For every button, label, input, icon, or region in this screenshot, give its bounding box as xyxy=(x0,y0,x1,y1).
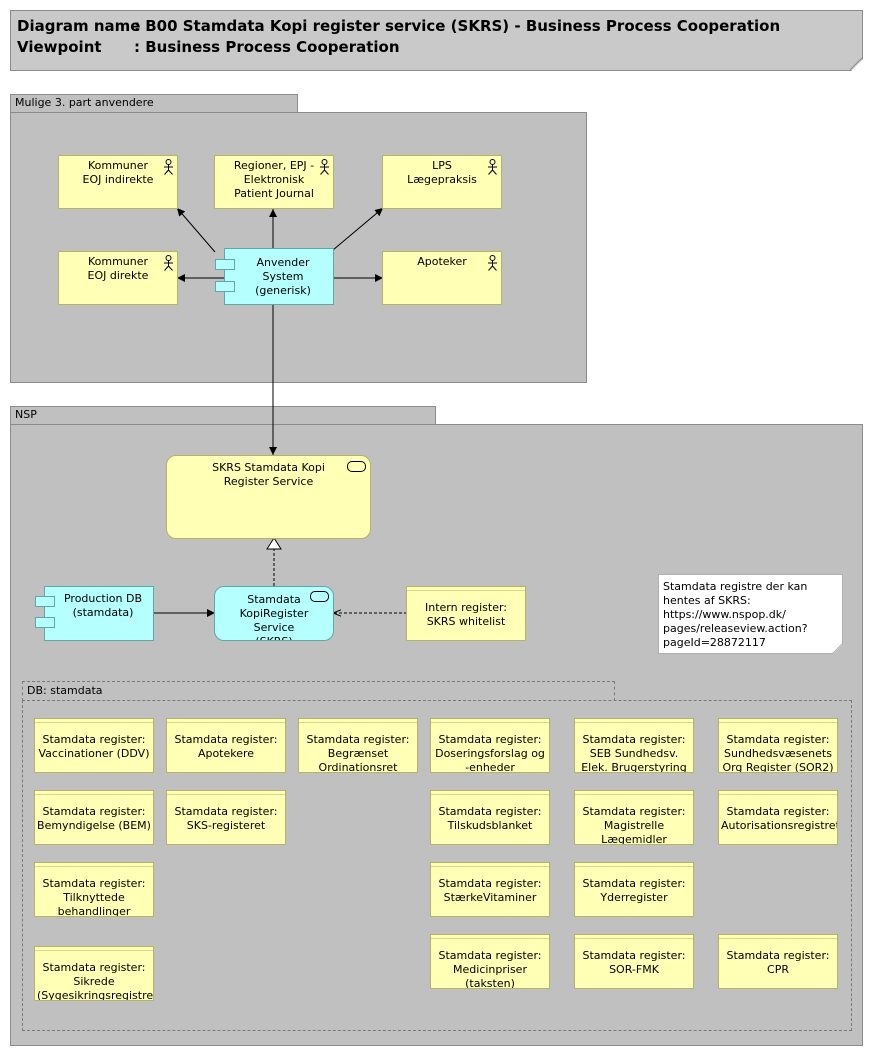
actor-icon xyxy=(164,255,173,271)
group-tab-mulige: Mulige 3. part anvendere xyxy=(10,94,298,113)
actor-icon xyxy=(488,255,497,271)
actor-label: Kommuner EOJ indirekte xyxy=(82,159,154,186)
service-kopiregister-skrs[interactable]: Stamdata KopiRegister Service (SKRS) xyxy=(214,586,334,641)
component-label: Production DB (stamdata) xyxy=(63,592,143,619)
register-box[interactable]: Stamdata register: Begrænset Ordinations… xyxy=(298,718,418,773)
register-label: Stamdata register: Tilskudsblanket xyxy=(438,805,542,832)
register-label: Stamdata register: Doseringsforslag og -… xyxy=(435,733,545,773)
actor-icon xyxy=(164,159,173,175)
register-label: Stamdata register: Begrænset Ordinations… xyxy=(306,733,410,773)
realization-arrowhead xyxy=(266,537,282,550)
register-box[interactable]: Stamdata register: SOR-FMK xyxy=(574,934,694,989)
actor-lps-laegepraksis[interactable]: LPS Lægepraksis xyxy=(382,155,502,209)
viewpoint-label: Viewpoint xyxy=(17,38,102,56)
actor-kommuner-eoj-direkte[interactable]: Kommuner EOJ direkte xyxy=(58,251,178,305)
service-label: Stamdata KopiRegister Service (SKRS) xyxy=(239,593,309,640)
component-production-db[interactable]: Production DB (stamdata) xyxy=(44,586,154,641)
register-label: Stamdata register: Apotekere xyxy=(174,733,278,760)
object-label: Intern register: SKRS whitelist xyxy=(424,601,508,628)
register-label: Stamdata register: SEB Sundhedsv. Elek. … xyxy=(581,733,687,773)
register-box[interactable]: Stamdata register: Tilknyttede behandlin… xyxy=(34,862,154,917)
register-box[interactable]: Stamdata register: Tilskudsblanket xyxy=(430,790,550,845)
register-box[interactable]: Stamdata register: Apotekere xyxy=(166,718,286,773)
register-label: Stamdata register: StærkeVitaminer xyxy=(438,877,542,904)
actor-icon xyxy=(488,159,497,175)
viewpoint-line: Viewpoint : Business Process Cooperation xyxy=(17,38,400,56)
component-anvender-system[interactable]: Anvender System (generisk) xyxy=(224,248,334,305)
register-box[interactable]: Stamdata register: Vaccinationer (DDV) xyxy=(34,718,154,773)
note-fold-icon xyxy=(832,643,843,654)
register-label: Stamdata register: CPR xyxy=(726,949,830,976)
register-box[interactable]: Stamdata register: Autorisationsregistre… xyxy=(718,790,838,845)
component-label: Anvender System (generisk) xyxy=(255,256,311,297)
register-box[interactable]: Stamdata register: Yderregister xyxy=(574,862,694,917)
actor-label: LPS Lægepraksis xyxy=(407,159,477,186)
register-box[interactable]: Stamdata register: Sikrede (Sygesikrings… xyxy=(34,946,154,1001)
register-label: Stamdata register: Sikrede (Sygesikrings… xyxy=(37,961,154,1001)
actor-label: Regioner, EPJ - Elektronisk Patient Jour… xyxy=(233,159,315,200)
arrow-to-kommuner-indirekte xyxy=(176,207,216,253)
diagram-name-value: : B00 Stamdata Kopi register service (SK… xyxy=(134,17,781,35)
register-label: Stamdata register: SKS-registeret xyxy=(174,805,278,832)
register-box[interactable]: Stamdata register: SKS-registeret xyxy=(166,790,286,845)
register-box[interactable]: Stamdata register: CPR xyxy=(718,934,838,989)
register-box[interactable]: Stamdata register: Medicinpriser (takste… xyxy=(430,934,550,989)
arrow-to-lps xyxy=(332,207,384,251)
group-tab-nsp: NSP xyxy=(10,406,436,425)
register-label: Stamdata register: SOR-FMK xyxy=(582,949,686,976)
actor-icon xyxy=(320,159,329,175)
register-box[interactable]: Stamdata register: Bemyndigelse (BEM) xyxy=(34,790,154,845)
viewpoint-value: : Business Process Cooperation xyxy=(134,38,400,56)
register-label: Stamdata register: Yderregister xyxy=(582,877,686,904)
register-label: Stamdata register: Autorisationsregistre… xyxy=(721,805,838,832)
component-icon xyxy=(215,281,235,292)
register-box[interactable]: Stamdata register: StærkeVitaminer xyxy=(430,862,550,917)
register-box[interactable]: Stamdata register: SEB Sundhedsv. Elek. … xyxy=(574,718,694,773)
group-db-stamdata[interactable] xyxy=(22,700,852,1031)
component-icon xyxy=(35,617,55,628)
actor-label: Kommuner EOJ direkte xyxy=(87,255,149,282)
service-icon xyxy=(310,591,329,602)
register-label: Stamdata register: Sundhedsvæsenets Org … xyxy=(722,733,834,773)
actor-label: Apoteker xyxy=(417,255,467,268)
register-label: Stamdata register: Bemyndigelse (BEM) xyxy=(37,805,151,832)
register-box[interactable]: Stamdata register: Magistrelle Lægemidle… xyxy=(574,790,694,845)
group-tab-db: DB: stamdata xyxy=(22,681,615,701)
register-label: Stamdata register: Magistrelle Lægemidle… xyxy=(582,805,686,845)
diagram-name-line: Diagram name: B00 Stamdata Kopi register… xyxy=(17,17,780,35)
service-label: SKRS Stamdata Kopi Register Service xyxy=(212,461,325,488)
register-label: Stamdata register: Tilknyttede behandlin… xyxy=(42,877,146,917)
diagram-header: Diagram name: B00 Stamdata Kopi register… xyxy=(10,10,863,71)
note-text: Stamdata registre der kan hentes af SKRS… xyxy=(663,580,808,649)
header-fold-icon xyxy=(849,57,863,71)
actor-kommuner-eoj-indirekte[interactable]: Kommuner EOJ indirekte xyxy=(58,155,178,209)
register-box[interactable]: Stamdata register: Doseringsforslag og -… xyxy=(430,718,550,773)
object-intern-register[interactable]: Intern register: SKRS whitelist xyxy=(406,586,526,641)
note-stamdata-registre[interactable]: Stamdata registre der kan hentes af SKRS… xyxy=(658,574,843,654)
actor-apoteker[interactable]: Apoteker xyxy=(382,251,502,305)
diagram-name-label: Diagram name xyxy=(17,17,141,35)
service-icon xyxy=(347,461,366,472)
register-box[interactable]: Stamdata register: Sundhedsvæsenets Org … xyxy=(718,718,838,773)
register-label: Stamdata register: Vaccinationer (DDV) xyxy=(38,733,150,760)
group-title-nsp: NSP xyxy=(15,408,37,421)
object-header-line xyxy=(407,590,525,591)
group-title-mulige: Mulige 3. part anvendere xyxy=(15,96,154,109)
actor-regioner-epj[interactable]: Regioner, EPJ - Elektronisk Patient Jour… xyxy=(214,155,334,209)
register-label: Stamdata register: Medicinpriser (takste… xyxy=(438,949,542,989)
component-icon xyxy=(215,259,235,270)
component-icon xyxy=(35,596,55,607)
group-title-db: DB: stamdata xyxy=(27,684,103,697)
service-skrs-stamdata-kopi-register[interactable]: SKRS Stamdata Kopi Register Service xyxy=(166,455,371,539)
